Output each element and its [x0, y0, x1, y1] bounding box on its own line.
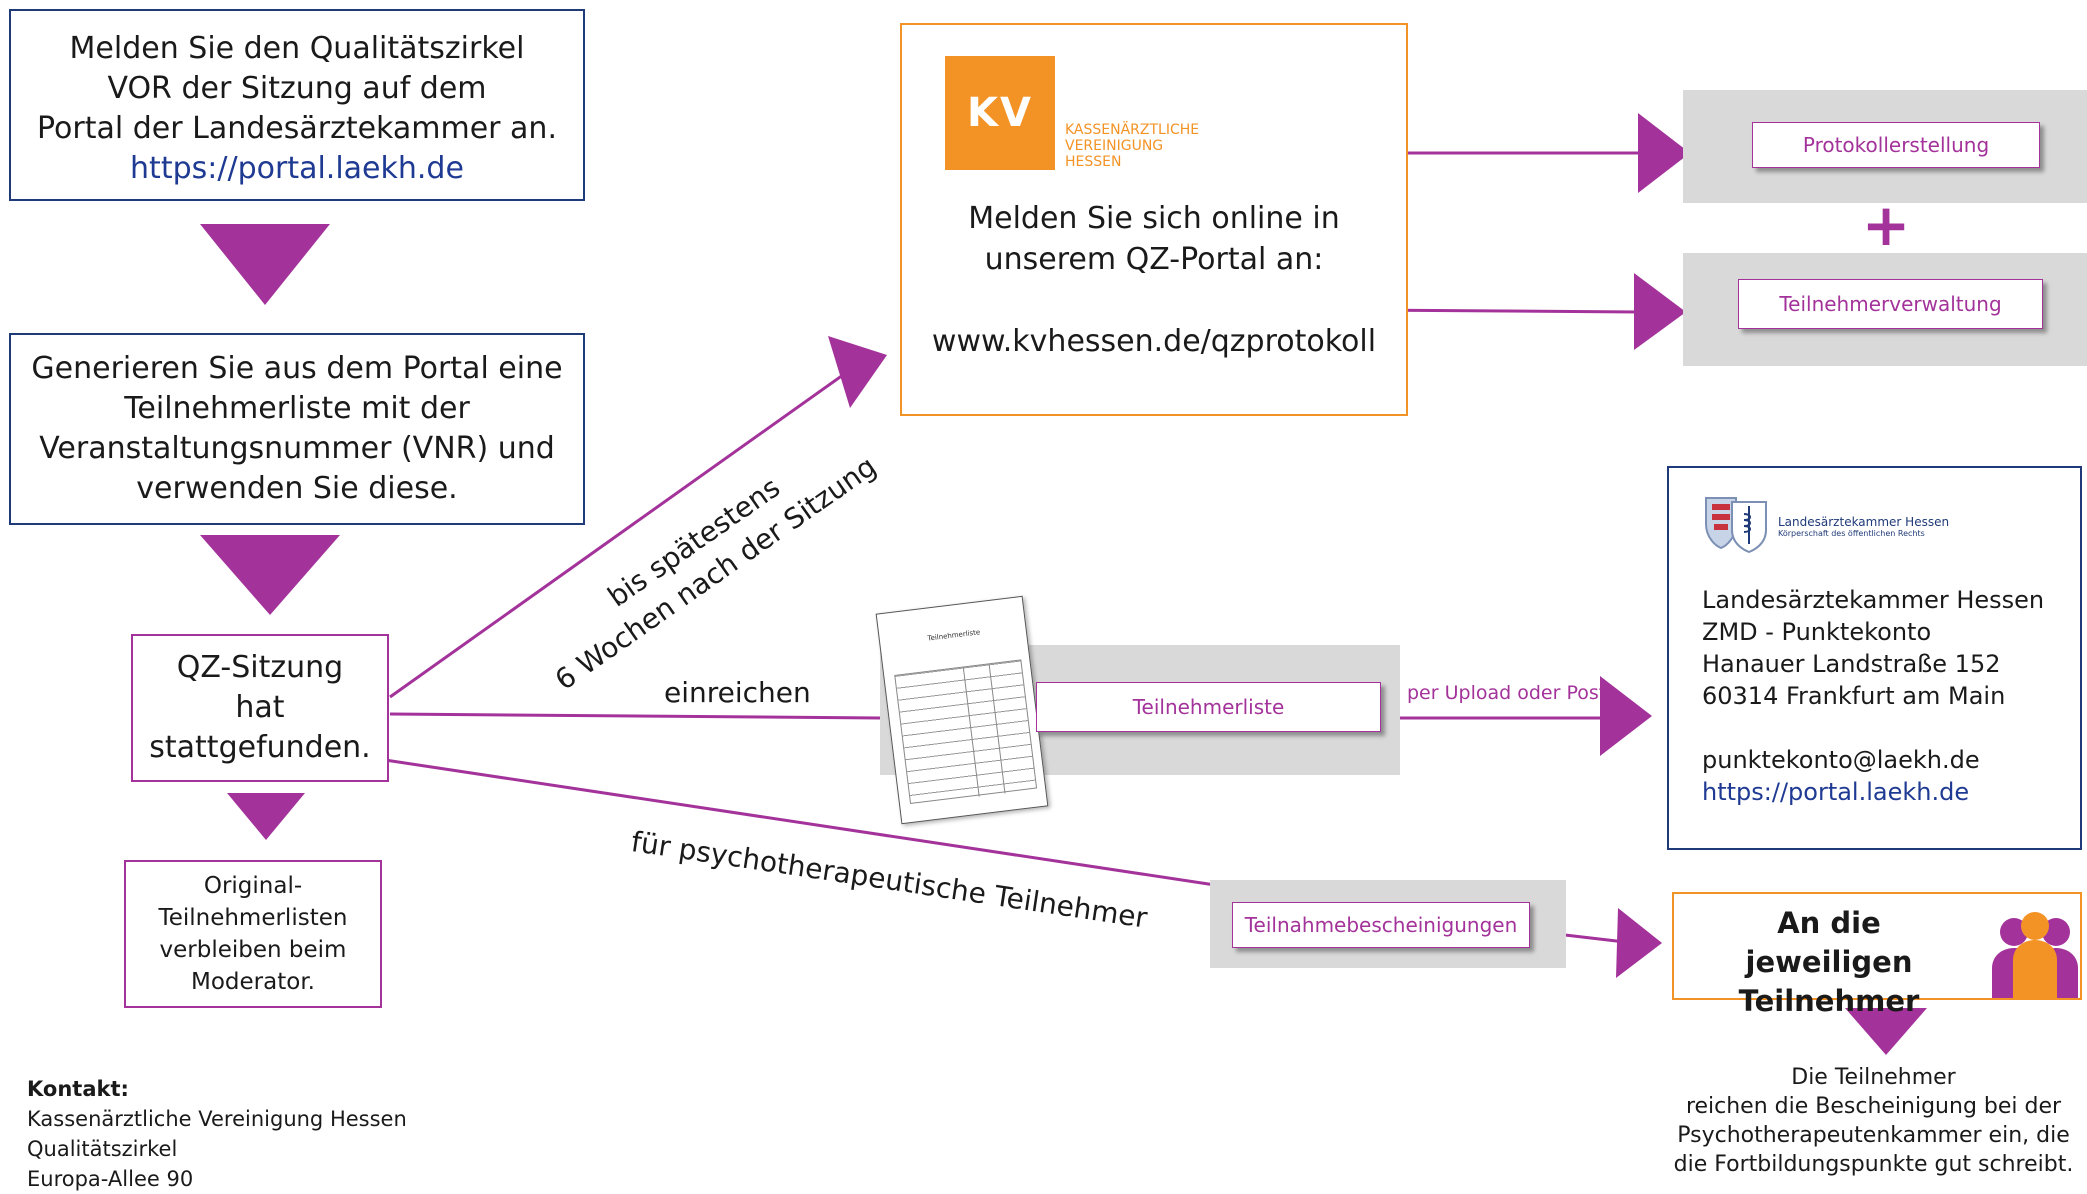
- session-line-3: stattgefunden.: [149, 730, 371, 765]
- original-lists-line-3: verbleiben beim: [159, 937, 347, 963]
- laekh-box: Landesärztekammer Hessen Körperschaft de…: [1667, 466, 2082, 850]
- document-title-text: Teilnehmerliste: [927, 628, 981, 643]
- step-register-box: Melden Sie den Qualitätszirkel VOR der S…: [9, 9, 585, 201]
- laekh-logo-title: Landesärztekammer Hessen: [1778, 515, 1950, 529]
- step-register-line-2: VOR der Sitzung auf dem: [107, 71, 487, 106]
- submit-label: einreichen: [664, 676, 811, 709]
- laekh-portal-link[interactable]: https://portal.laekh.de: [1702, 778, 1970, 806]
- document-table: [894, 659, 1038, 805]
- original-lists-line-1: Original-: [203, 873, 303, 899]
- arrow-to-kv: [828, 336, 887, 408]
- contact-block: Kontakt: Kassenärztliche Vereinigung Hes…: [27, 1074, 407, 1194]
- participants-target-text: An die jeweiligen Teilnehmer: [1694, 904, 1964, 1021]
- step-generate-line-4: verwenden Sie diese.: [136, 471, 458, 506]
- original-lists-line-2: Teilnehmerlisten: [158, 905, 348, 931]
- contact-line-2: Qualitätszirkel: [27, 1137, 178, 1161]
- arrow-to-teilnehmer: [1616, 908, 1662, 978]
- step-generate-line-2: Teilnehmerliste mit der: [124, 391, 470, 426]
- participants-note-1: Die Teilnehmer: [1791, 1065, 1956, 1090]
- laekh-logo-subtitle: Körperschaft des öffentlichen Rechts: [1778, 529, 1925, 538]
- arrow-down-3: [227, 793, 305, 840]
- plus-text: +: [1861, 191, 1911, 259]
- laekh-address-4: 60314 Frankfurt am Main: [1702, 682, 2006, 710]
- kv-logo-text-1: KASSENÄRZTLICHE: [1065, 122, 1200, 138]
- plus-sign: +: [1860, 195, 1912, 255]
- contact-line-1: Kassenärztliche Vereinigung Hessen: [27, 1107, 407, 1131]
- kv-logo-mark: KV: [945, 56, 1055, 170]
- participants-note-4: die Fortbildungspunkte gut schreibt.: [1673, 1152, 2074, 1177]
- laekh-email[interactable]: punktekonto@laekh.de: [1702, 746, 1980, 774]
- original-lists-line-4: Moderator.: [191, 969, 315, 995]
- participants-target-box: An die jeweiligen Teilnehmer: [1672, 892, 2082, 1018]
- kv-logo: KV KASSENÄRZTLICHE VEREINIGUNG HESSEN: [945, 56, 1205, 176]
- people-group-icon: [1992, 912, 2078, 998]
- teilnehmerliste-button[interactable]: Teilnehmerliste: [1036, 682, 1381, 732]
- participants-target-line-1: An die jeweiligen: [1745, 906, 1913, 979]
- line-einreichen: [389, 712, 881, 720]
- session-line-2: hat: [235, 690, 285, 725]
- laekh-address-1: Landesärztekammer Hessen: [1702, 586, 2045, 614]
- participant-list-document: Teilnehmerliste: [875, 595, 1049, 825]
- laekh-address: Landesärztekammer Hessen ZMD - Punktekon…: [1702, 584, 2044, 808]
- laekh-address-2: ZMD - Punktekonto: [1702, 618, 1932, 646]
- laekh-logo-text: Landesärztekammer Hessen Körperschaft de…: [1778, 516, 1949, 539]
- teilnahmebescheinigungen-button[interactable]: Teilnahmebescheinigungen: [1232, 902, 1530, 948]
- line-to-kv: [389, 368, 851, 699]
- line-psycho: [384, 758, 1216, 887]
- line-to-teilnehmer: [1564, 933, 1626, 944]
- upload-or-post-text: per Upload oder Post: [1407, 682, 1607, 704]
- original-lists-box: Original- Teilnehmerlisten verbleiben be…: [124, 860, 382, 1008]
- submit-label-text: einreichen: [664, 676, 811, 709]
- participants-note: Die Teilnehmer reichen die Bescheinigung…: [1660, 1063, 2087, 1179]
- participants-target-line-2: Teilnehmer: [1738, 984, 1920, 1018]
- participants-note-2: reichen die Bescheinigung bei der: [1685, 1094, 2062, 1119]
- upload-or-post-label: per Upload oder Post: [1407, 682, 1606, 704]
- step-register-line-1: Melden Sie den Qualitätszirkel: [69, 31, 525, 66]
- kv-line-2: unserem QZ-Portal an:: [984, 242, 1324, 277]
- kv-logo-text: KASSENÄRZTLICHE VEREINIGUNG HESSEN: [1065, 122, 1199, 170]
- portal-link[interactable]: https://portal.laekh.de: [130, 151, 464, 186]
- step-register-line-3: Portal der Landesärztekammer an.: [37, 111, 557, 146]
- kv-logo-mark-text: KV: [967, 90, 1033, 136]
- protokollerstellung-label: Protokollerstellung: [1802, 133, 1990, 157]
- session-box: QZ-Sitzung hat stattgefunden.: [131, 634, 389, 782]
- kv-logo-text-3: HESSEN: [1065, 154, 1122, 170]
- arrow-to-protokoll: [1638, 113, 1690, 193]
- step-generate-line-1: Generieren Sie aus dem Portal eine: [31, 351, 563, 386]
- arrow-to-laekh: [1600, 676, 1652, 756]
- step-generate-line-3: Veranstaltungsnummer (VNR) und: [39, 431, 555, 466]
- laekh-logo: Landesärztekammer Hessen Körperschaft de…: [1702, 494, 2022, 554]
- teilnehmerliste-label: Teilnehmerliste: [1132, 695, 1285, 719]
- protokollerstellung-button[interactable]: Protokollerstellung: [1752, 122, 2040, 168]
- contact-heading: Kontakt:: [27, 1077, 129, 1101]
- arrow-down-2: [200, 535, 340, 615]
- step-generate-box: Generieren Sie aus dem Portal eine Teiln…: [9, 333, 585, 525]
- laekh-address-3: Hanauer Landstraße 152: [1702, 650, 2001, 678]
- teilnehmerverwaltung-label: Teilnehmerverwaltung: [1779, 292, 2002, 316]
- session-line-1: QZ-Sitzung: [176, 650, 344, 685]
- kv-portal-box: KV KASSENÄRZTLICHE VEREINIGUNG HESSEN Me…: [900, 23, 1408, 416]
- contact-line-3: Europa-Allee 90: [27, 1167, 194, 1191]
- kv-portal-url[interactable]: www.kvhessen.de/qzprotokoll: [931, 324, 1377, 359]
- line-to-teilnehmerverwaltung: [1371, 308, 1639, 314]
- kv-logo-text-2: VEREINIGUNG: [1065, 138, 1164, 154]
- laekh-crest-icon: [1705, 497, 1767, 554]
- arrow-down-1: [200, 224, 330, 305]
- arrow-down-teilnehmer: [1845, 1008, 1927, 1055]
- teilnahmebescheinigungen-label: Teilnahmebescheinigungen: [1244, 913, 1518, 937]
- document-title: Teilnehmerliste: [900, 625, 1008, 646]
- participants-note-3: Psychotherapeutenkammer ein, die: [1677, 1123, 2070, 1148]
- kv-line-1: Melden Sie sich online in: [968, 201, 1340, 236]
- teilnehmerverwaltung-button[interactable]: Teilnehmerverwaltung: [1738, 279, 2043, 329]
- kv-text: Melden Sie sich online in unserem QZ-Por…: [902, 198, 1406, 362]
- arrow-to-teilnehmerverwaltung: [1634, 273, 1686, 350]
